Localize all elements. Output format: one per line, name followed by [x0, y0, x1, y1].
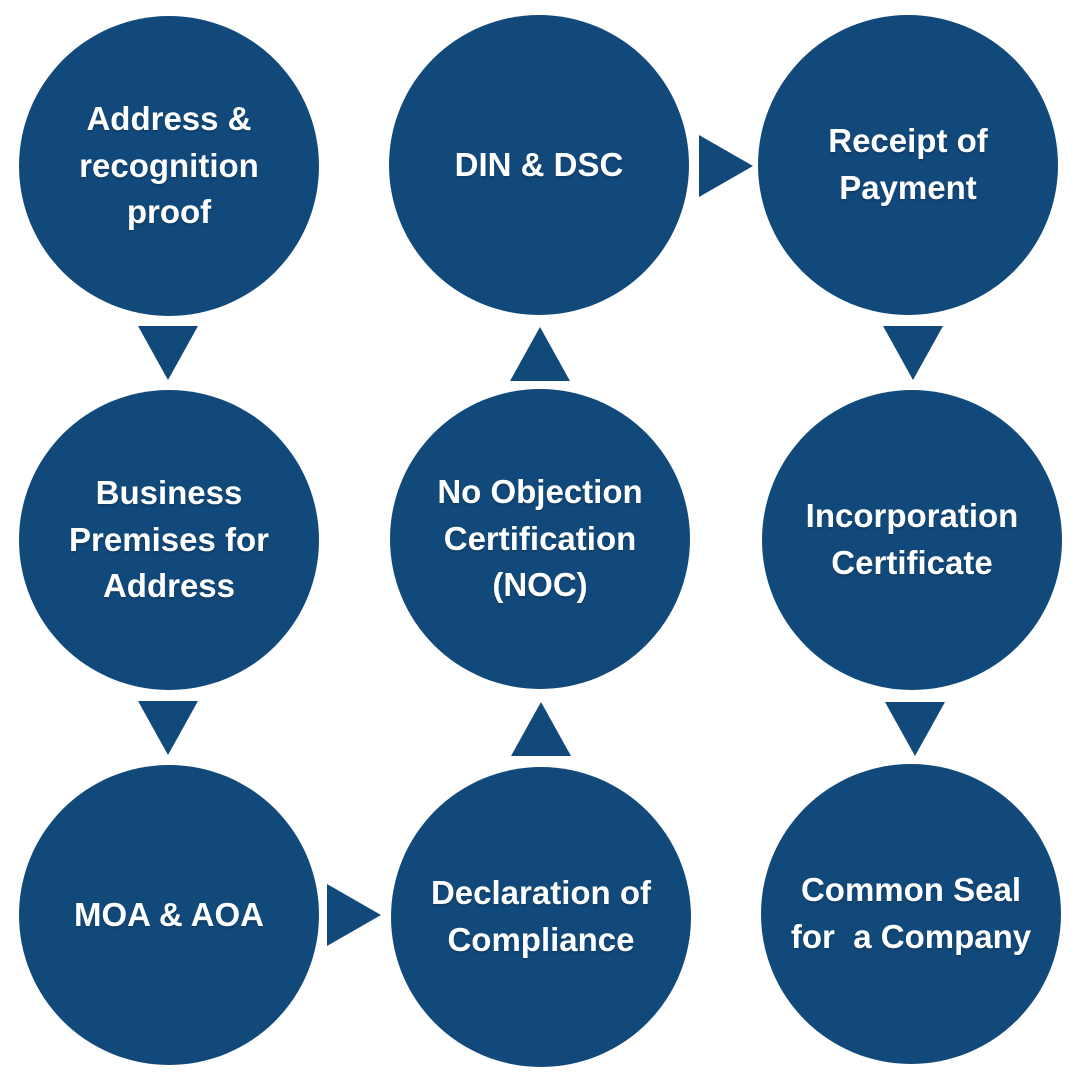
node-receipt-of-payment: Receipt of Payment — [758, 15, 1058, 315]
node-incorporation-certificate: Incorporation Certificate — [762, 390, 1062, 690]
node-address-recognition-proof: Address & recognition proof — [19, 16, 319, 316]
node-label: DIN & DSC — [454, 145, 624, 183]
arrow-down-icon — [883, 326, 943, 380]
node-label: Receipt of Payment — [828, 122, 988, 206]
node-business-premises: Business Premises for Address — [19, 390, 319, 690]
node-label: Declaration of Compliance — [430, 874, 652, 958]
arrow-down-icon — [138, 701, 198, 755]
node-label: Business Premises for Address — [69, 473, 269, 605]
arrow-right-icon — [699, 135, 753, 197]
arrow-up-icon — [511, 702, 571, 756]
node-label: Address & recognition proof — [79, 99, 259, 231]
node-declaration-of-compliance: Declaration of Compliance — [391, 767, 691, 1067]
arrow-up-icon — [510, 327, 570, 381]
node-label: MOA & AOA — [73, 895, 265, 933]
node-no-objection-certification: No Objection Certification (NOC) — [390, 389, 690, 689]
node-label: No Objection Certification (NOC) — [437, 472, 643, 604]
arrow-down-icon — [138, 326, 198, 380]
node-label: Incorporation Certificate — [805, 497, 1019, 581]
arrow-down-icon — [885, 702, 945, 756]
node-moa-aoa: MOA & AOA — [19, 765, 319, 1065]
node-din-dsc: DIN & DSC — [389, 15, 689, 315]
node-common-seal: Common Seal for a Company — [761, 764, 1061, 1064]
arrow-right-icon — [327, 884, 381, 946]
node-label: Common Seal for a Company — [790, 871, 1032, 955]
